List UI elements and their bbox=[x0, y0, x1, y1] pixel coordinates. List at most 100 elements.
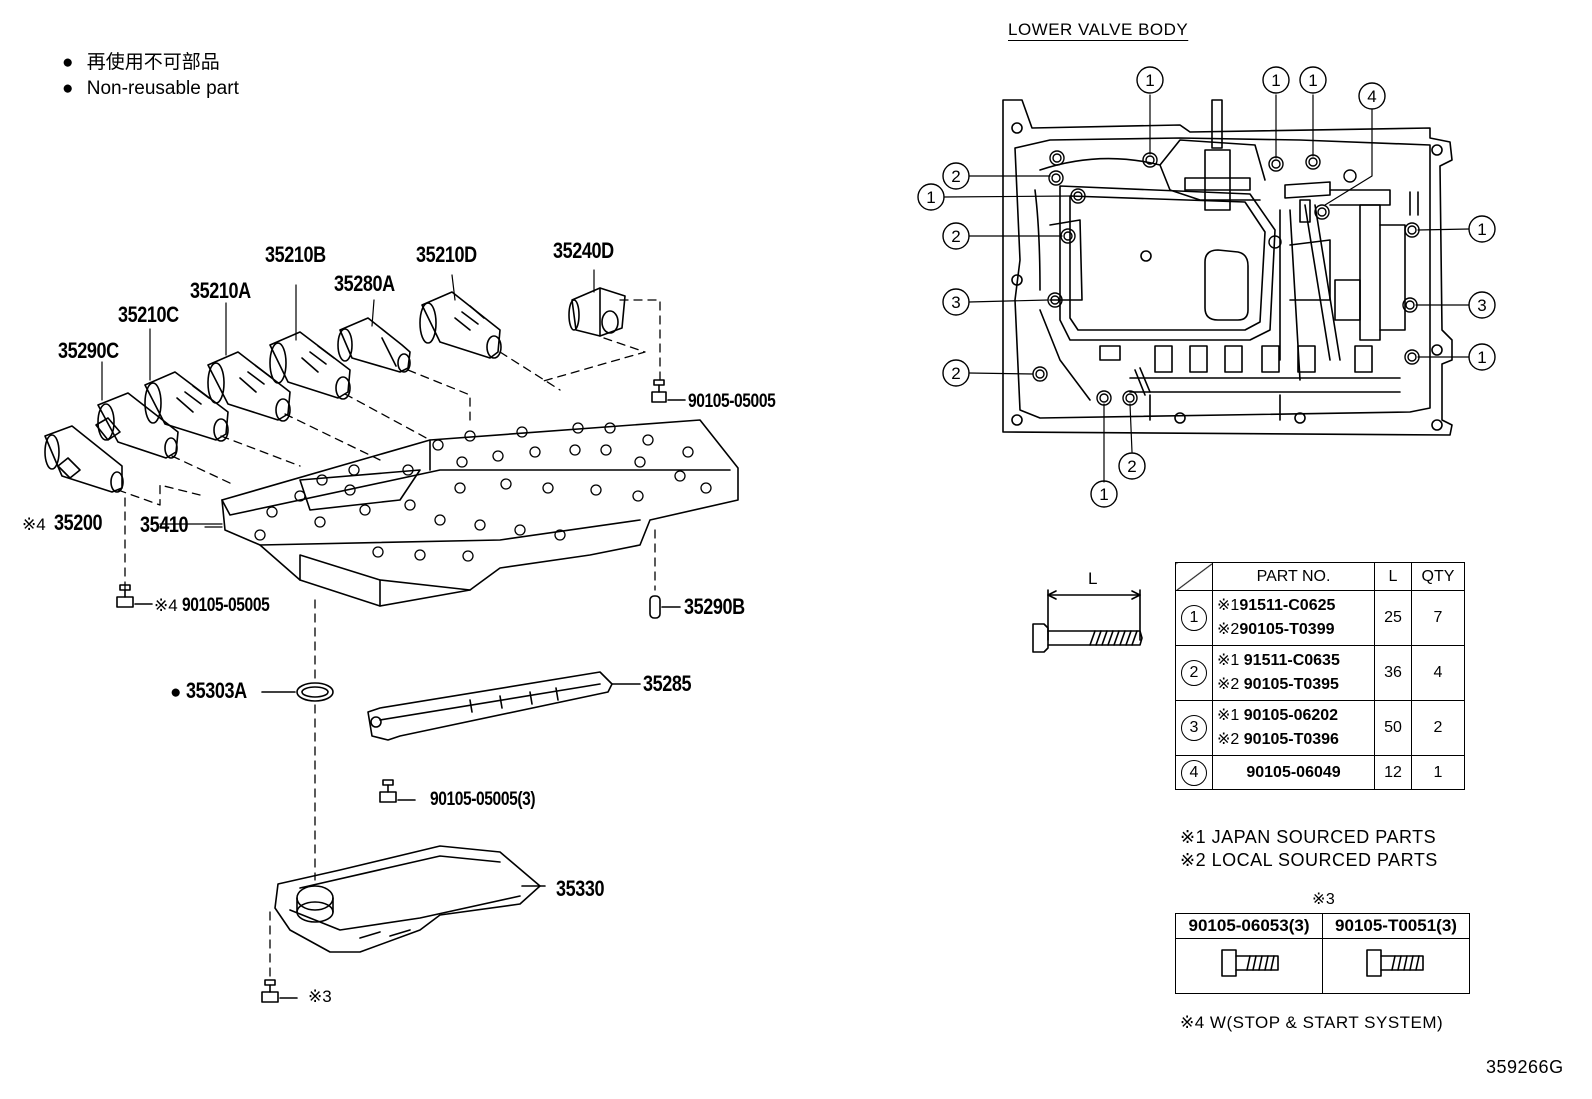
qty-cell: 7 bbox=[1411, 590, 1465, 646]
length-cell: 50 bbox=[1374, 700, 1412, 756]
length-cell: 25 bbox=[1374, 590, 1412, 646]
local-prefix: ※2 bbox=[1217, 621, 1240, 638]
header-diagonal-cell bbox=[1175, 562, 1213, 591]
solenoid-35280a bbox=[337, 317, 411, 373]
label-bolt-left: ※4 90105-05005 bbox=[154, 596, 289, 615]
solenoid-35200 bbox=[44, 425, 124, 493]
part-35200: 35200 bbox=[54, 510, 103, 535]
label-bolt-pan: ※3 bbox=[308, 987, 332, 1006]
note3-label: ※3 bbox=[1312, 891, 1336, 908]
valve-body-bolts bbox=[254, 422, 712, 562]
variant-col-2: 90105-T0051(3) bbox=[1322, 913, 1470, 939]
bolt-pan-icon bbox=[261, 979, 298, 1003]
qty-cell: 4 bbox=[1411, 645, 1465, 701]
note-japan-sourced: ※1 JAPAN SOURCED PARTS bbox=[1180, 827, 1437, 847]
row-id: 1 bbox=[1181, 605, 1207, 631]
callout-top-1b: 1 bbox=[1271, 71, 1280, 90]
length-cell: 12 bbox=[1374, 755, 1412, 790]
row-id: 2 bbox=[1181, 660, 1207, 686]
label-35210a: 35210A bbox=[190, 278, 251, 303]
label-35285: 35285 bbox=[643, 671, 692, 696]
callout-bottom-1: 1 bbox=[1099, 485, 1108, 504]
bolt-spec-table: PART NO. L QTY 1 ※191511-C0625 ※290105-T… bbox=[1175, 562, 1465, 790]
part-bolt-left: 90105-05005 bbox=[182, 595, 270, 616]
non-reusable-marker: ● bbox=[62, 52, 74, 73]
qty-cell: 1 bbox=[1411, 755, 1465, 790]
table-row: 2 ※1 91511-C0635 ※2 90105-T0395 36 4 bbox=[1175, 645, 1465, 701]
label-bolt-top: 90105-05005 bbox=[688, 391, 776, 412]
callout-left-2a: 2 bbox=[951, 167, 960, 186]
label-35303a: ● 35303A bbox=[170, 680, 260, 703]
part-cell: 90105-06049 bbox=[1212, 755, 1375, 790]
note-stop-start: ※4 W(STOP & START SYSTEM) bbox=[1180, 1013, 1444, 1032]
label-bolt-plate: 90105-05005(3) bbox=[430, 789, 536, 810]
jp-part: 90105-06202 bbox=[1243, 707, 1339, 724]
non-reusable-marker: ● bbox=[170, 682, 182, 703]
solenoid-35210c bbox=[144, 371, 229, 442]
prefix-note4: ※4 bbox=[154, 596, 178, 615]
variant-image-1 bbox=[1175, 938, 1323, 994]
variant-bolt-table: 90105-06053(3) 90105-T0051(3) bbox=[1175, 913, 1470, 994]
label-35210c: 35210C bbox=[118, 302, 179, 327]
variant-col-1: 90105-06053(3) bbox=[1175, 913, 1323, 939]
solenoid-35210b bbox=[269, 331, 351, 400]
bolt-length-label: L bbox=[1088, 569, 1098, 588]
local-prefix: ※2 bbox=[1217, 676, 1240, 693]
local-part: 90105-T0399 bbox=[1239, 621, 1335, 638]
callout-top-1c: 1 bbox=[1308, 71, 1317, 90]
table-row: 3 ※1 90105-06202 ※2 90105-T0396 50 2 bbox=[1175, 700, 1465, 756]
callout-bottom-2: 2 bbox=[1127, 457, 1136, 476]
jp-prefix: ※1 bbox=[1217, 652, 1240, 669]
callout-top-4: 4 bbox=[1367, 87, 1376, 106]
solenoid-35210d bbox=[419, 291, 502, 359]
header-qty: QTY bbox=[1411, 562, 1465, 591]
header-part-no: PART NO. bbox=[1212, 562, 1375, 591]
legend-jp-text: 再使用不可部品 bbox=[86, 52, 220, 73]
callout-right-3: 3 bbox=[1477, 296, 1486, 315]
legend-en-text: Non-reusable part bbox=[86, 78, 239, 99]
table-row: 1 ※191511-C0625 ※290105-T0399 25 7 bbox=[1175, 590, 1465, 646]
local-prefix: ※2 bbox=[1217, 731, 1240, 748]
label-35410: 35410 bbox=[140, 512, 189, 537]
legend-japanese: ● 再使用不可部品 bbox=[62, 53, 220, 72]
label-35240d: 35240D bbox=[553, 238, 614, 263]
variant-image-row bbox=[1175, 938, 1470, 994]
legend-english: ● Non-reusable part bbox=[62, 79, 239, 98]
variant-header-row: 90105-06053(3) 90105-T0051(3) bbox=[1175, 913, 1470, 939]
prefix-note4: ※4 bbox=[22, 515, 46, 534]
lower-valve-body-drawing bbox=[1002, 99, 1453, 436]
jp-part: 91511-C0625 bbox=[1239, 597, 1336, 614]
callout-left-3: 3 bbox=[951, 293, 960, 312]
label-35210d: 35210D bbox=[416, 242, 477, 267]
o-ring-35303a bbox=[261, 682, 334, 702]
header-l: L bbox=[1374, 562, 1412, 591]
lower-valve-body-title: LOWER VALVE BODY bbox=[1008, 20, 1189, 39]
length-cell: 36 bbox=[1374, 645, 1412, 701]
solenoid-35290c bbox=[95, 392, 179, 459]
row-id: 4 bbox=[1181, 759, 1207, 786]
label-35290b: 35290B bbox=[684, 594, 745, 619]
label-35330: 35330 bbox=[556, 876, 605, 901]
jp-prefix: ※1 bbox=[1217, 597, 1240, 614]
row-id: 3 bbox=[1181, 715, 1207, 741]
callout-left-1: 1 bbox=[926, 188, 935, 207]
table-header-row: PART NO. L QTY bbox=[1175, 562, 1465, 591]
callout-left-2c: 2 bbox=[951, 364, 960, 383]
callout-right-1b: 1 bbox=[1477, 348, 1486, 367]
label-35210b: 35210B bbox=[265, 242, 326, 267]
table-row: 4 90105-06049 12 1 bbox=[1175, 755, 1465, 790]
lower-valve-body-bolt-heads bbox=[1032, 150, 1420, 406]
jp-prefix: ※1 bbox=[1217, 707, 1240, 724]
strainer-35330 bbox=[274, 845, 546, 953]
bolt-plate-icon bbox=[379, 779, 416, 803]
valve-body-35410 bbox=[221, 419, 739, 607]
plate-35285 bbox=[367, 671, 641, 741]
label-35200: ※4 35200 bbox=[22, 512, 113, 534]
non-reusable-marker: ● bbox=[62, 78, 74, 99]
callout-left-2b: 2 bbox=[951, 227, 960, 246]
local-part: 90105-T0395 bbox=[1243, 676, 1339, 693]
jp-part: 91511-C0635 bbox=[1243, 652, 1340, 669]
bolt-length-diagram bbox=[1032, 589, 1143, 653]
bolt-left-icon bbox=[116, 584, 153, 608]
